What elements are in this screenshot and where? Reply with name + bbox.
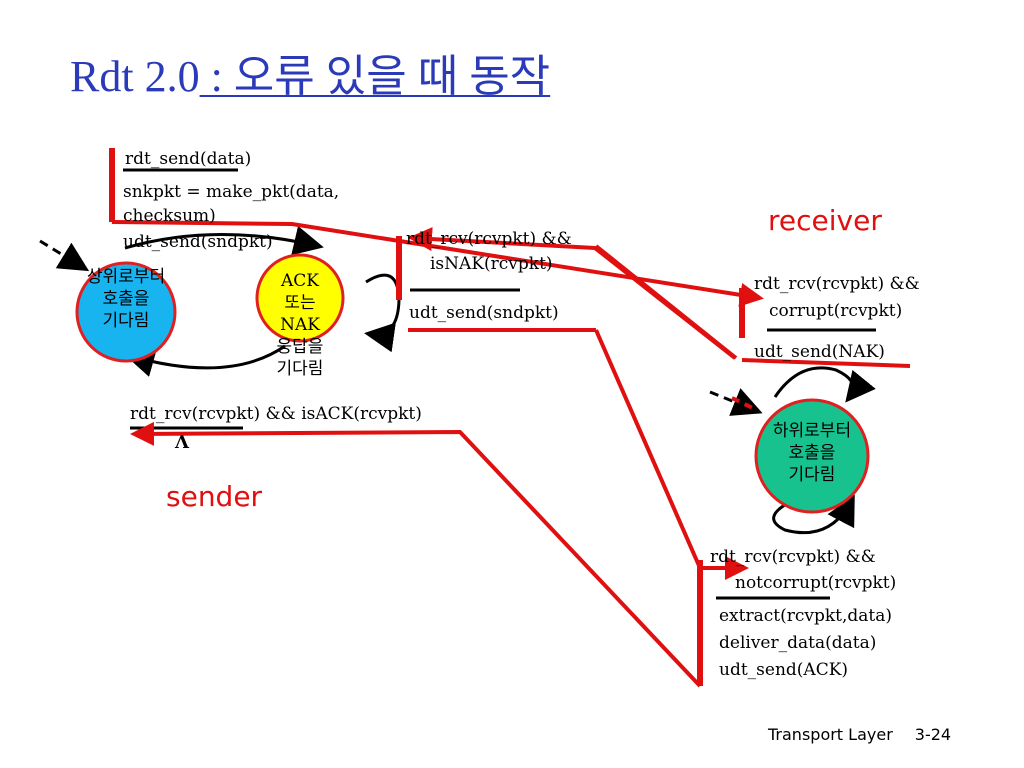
receiver-initial-arrow xyxy=(709,388,763,416)
flow-corrupt-diagonal xyxy=(594,244,738,360)
sender-transition-send-arc xyxy=(124,225,324,256)
receiver-initial-red xyxy=(731,396,758,412)
receiver-role-label: receiver xyxy=(768,204,882,237)
receiver-notcorrupt-action-1: extract(rcvpkt,data) xyxy=(719,606,893,626)
state-wait-call-text: 상위로부터 호출을 기다림 xyxy=(86,267,166,331)
receiver-notcorrupt-event-1: rdt_rcv(rcvpkt) && xyxy=(710,547,876,567)
sender-send-action-2: checksum) xyxy=(123,206,216,226)
sender-role-label: sender xyxy=(166,480,263,513)
receiver-corrupt-action: udt_send(NAK) xyxy=(754,342,885,362)
sender-transition-ack-arc xyxy=(124,344,286,377)
sender-initial-arrow xyxy=(39,239,90,272)
receiver-corrupt-event-1: rdt_rcv(rcvpkt) && xyxy=(754,274,920,294)
sender-send-action-3: udt_send(sndpkt) xyxy=(123,232,273,252)
state-wait-ack-label: ACK 또는 NAK 응답을 기다림 xyxy=(256,270,344,380)
sender-ack-event: rdt_rcv(rcvpkt) && isACK(rcvpkt) xyxy=(130,404,422,424)
flow-resend-to-receiver xyxy=(594,329,749,580)
title-sub: : 오류 있을 때 동작 xyxy=(199,52,551,101)
receiver-corrupt-event-2: corrupt(rcvpkt) xyxy=(769,301,903,321)
sender-nak-action: udt_send(sndpkt) xyxy=(409,303,559,323)
sender-nak-event-1: rdt_rcv(rcvpkt) && xyxy=(406,229,572,249)
flow-nak-out xyxy=(741,358,911,368)
state-wait-below-text: 하위로부터 호출을 기다림 xyxy=(772,421,852,485)
title-main: Rdt 2.0 xyxy=(70,52,200,101)
sender-selfloop-nak-arc xyxy=(364,273,401,353)
state-wait-ack-nak xyxy=(255,253,345,343)
state-wait-call-from-above xyxy=(75,261,177,363)
flow-ack-to-sender xyxy=(130,421,702,688)
state-wait-below-label: 하위로부터 호출을 기다림 xyxy=(756,420,868,486)
state-wait-ack-text: ACK 또는 NAK 응답을 기다림 xyxy=(276,271,324,379)
receiver-notcorrupt-action-2: deliver_data(data) xyxy=(719,633,877,653)
receiver-notcorrupt-event-2: notcorrupt(rcvpkt) xyxy=(735,573,897,593)
red-flow-paths xyxy=(109,148,911,688)
sender-send-event: rdt_send(data) xyxy=(125,149,252,169)
sender-nak-event-2: isNAK(rcvpkt) xyxy=(430,254,553,274)
footer-section: Transport Layer xyxy=(768,725,893,744)
sender-send-action-1: snkpkt = make_pkt(data, xyxy=(123,182,340,202)
footer-page-number: 3-24 xyxy=(914,725,952,744)
state-wait-call-label: 상위로부터 호출을 기다림 xyxy=(68,266,184,332)
slide-title: Rdt 2.0 : 오류 있을 때 동작 xyxy=(70,40,550,104)
state-wait-call-from-below xyxy=(754,398,870,514)
receiver-notcorrupt-action-3: udt_send(ACK) xyxy=(719,660,849,680)
receiver-selfloop-notcorrupt-arc xyxy=(772,494,855,535)
sender-ack-action-lambda: Λ xyxy=(175,432,189,453)
slide-footer: Transport Layer 3-24 xyxy=(768,725,951,744)
flow-send-to-receiver xyxy=(111,220,764,307)
receiver-selfloop-corrupt-arc xyxy=(773,366,876,403)
